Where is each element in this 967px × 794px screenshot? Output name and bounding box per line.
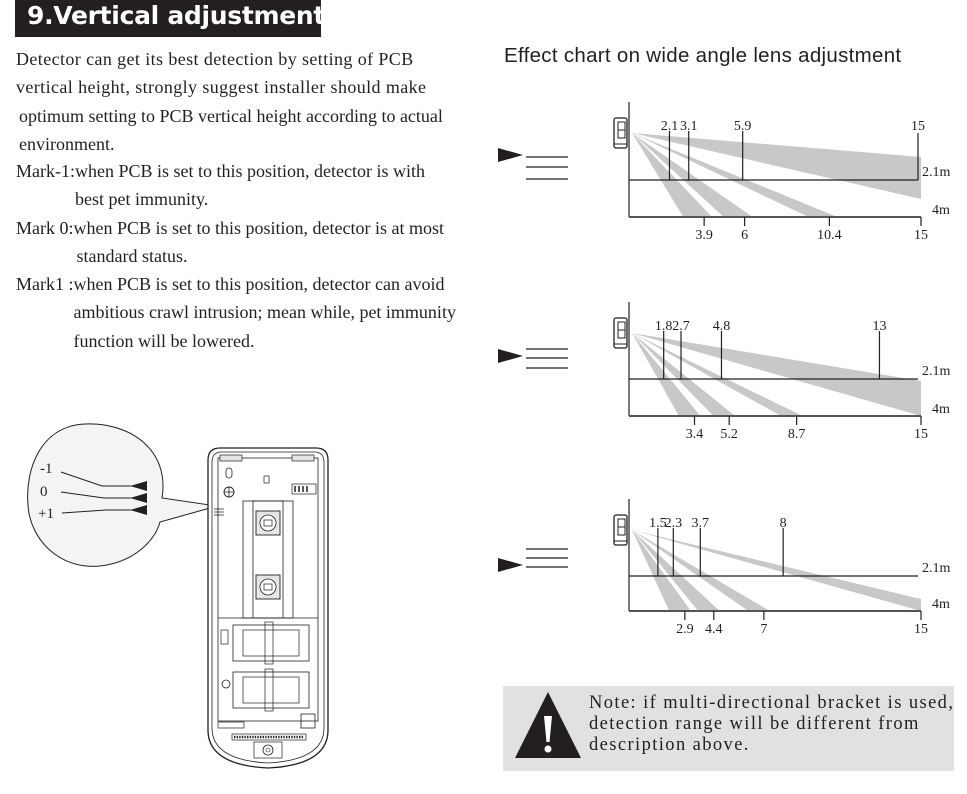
callout-label-plus1: +1 (38, 506, 54, 522)
mark-item-minus1: Mark-1: when PCB is set to this position… (16, 157, 476, 214)
floor-tick-label: 3.9 (695, 228, 713, 243)
floor-tick-label: 8.7 (788, 427, 806, 442)
intro-line: Detector can get its best detection by s… (16, 49, 414, 69)
floor-label: 4m (932, 597, 950, 612)
mark-text: when PCB is set to this position, detect… (73, 274, 445, 295)
position-arrow-icon (498, 558, 523, 572)
detector-icon (613, 117, 628, 149)
detection-beam (632, 333, 921, 416)
mark-item-0: Mark 0: when PCB is set to this position… (16, 214, 476, 271)
intro-line: optimum setting to PCB vertical height a… (19, 105, 443, 126)
note-line: description above. (589, 735, 750, 755)
intro-paragraph: Detector can get its best detection by s… (16, 45, 466, 158)
upper-tick-label: 13 (872, 319, 886, 334)
detection-beam (632, 530, 921, 611)
mark-arrow-plus1 (130, 505, 147, 515)
section-header: 9.Vertical adjustment (15, 0, 325, 37)
upper-tick-label: 1.5 (649, 516, 667, 531)
mark-text: function will be lowered. (73, 330, 255, 351)
chart-title: Effect chart on wide angle lens adjustme… (504, 44, 902, 67)
floor-tick-label: 2.9 (676, 622, 694, 637)
position-arrow-icon (498, 148, 523, 162)
floor-tick-label: 5.2 (720, 427, 738, 442)
detector-icon (613, 514, 628, 546)
note-box: Note: if multi-directional bracket is us… (503, 686, 954, 771)
mark-key: Mark1 : (16, 274, 74, 295)
detection-beam (632, 133, 838, 217)
upper-tick-label: 2.1 (661, 119, 679, 134)
position-arrow-icon (498, 349, 523, 363)
floor-tick-label: 10.4 (817, 228, 842, 243)
marks-list: Mark-1: when PCB is set to this position… (16, 157, 476, 355)
intro-line: environment. (19, 133, 115, 154)
upper-tick-label: 3.1 (680, 119, 698, 134)
floor-tick-label: 15 (914, 228, 928, 243)
detector-pcb-illustration: -1 0 +1 (0, 410, 340, 794)
floor-tick-label: 6 (741, 228, 748, 243)
mark-arrow-minus1 (130, 481, 147, 491)
upper-tick-label: 8 (780, 516, 787, 531)
mark-arrow-0 (130, 493, 147, 503)
height-label: 2.1m (922, 561, 951, 576)
mark-item-plus1: Mark1 : when PCB is set to this position… (16, 270, 476, 355)
upper-tick-label: 5.9 (734, 119, 752, 134)
note-text: Note: if multi-directional bracket is us… (589, 693, 954, 756)
upper-tick-label: 4.8 (713, 319, 731, 334)
mark-text: when PCB is set to this position, detect… (74, 161, 425, 181)
detector-icon (613, 317, 628, 349)
floor-label: 4m (932, 402, 950, 417)
floor-label: 4m (932, 203, 950, 218)
mark-key: Mark-1: (16, 161, 75, 181)
detection-beam-far (632, 133, 921, 199)
floor-tick-label: 15 (914, 427, 928, 442)
warning-icon (515, 692, 581, 758)
mark-text: standard status. (76, 245, 188, 266)
floor-tick-label: 15 (914, 622, 928, 637)
upper-tick-label: 2.3 (665, 516, 683, 531)
upper-tick-label: 3.7 (692, 516, 710, 531)
callout-label-minus1: -1 (40, 461, 53, 477)
height-label: 2.1m (922, 165, 951, 180)
intro-line: vertical height, strongly suggest instal… (16, 77, 427, 98)
upper-tick-label: 1.8 (655, 319, 673, 334)
floor-tick-label: 4.4 (705, 622, 723, 637)
mark-key: Mark 0: (16, 217, 74, 238)
callout-label-0: 0 (40, 484, 48, 500)
floor-tick-label: 7 (760, 622, 767, 637)
mark-text: best pet immunity. (74, 189, 209, 210)
note-line: detection range will be different from (589, 714, 920, 734)
height-label: 2.1m (922, 364, 951, 379)
upper-tick-label: 15 (911, 119, 925, 134)
upper-tick-label: 2.7 (672, 319, 690, 334)
callout-bubble (27, 423, 211, 567)
section-title: 9.Vertical adjustment (27, 1, 326, 30)
floor-tick-label: 3.4 (686, 427, 704, 442)
note-line: Note: if multi-directional bracket is us… (589, 693, 955, 713)
mark-text: when PCB is set to this position, detect… (73, 217, 445, 238)
mark-text: ambitious crawl intrusion; mean while, p… (73, 302, 456, 323)
